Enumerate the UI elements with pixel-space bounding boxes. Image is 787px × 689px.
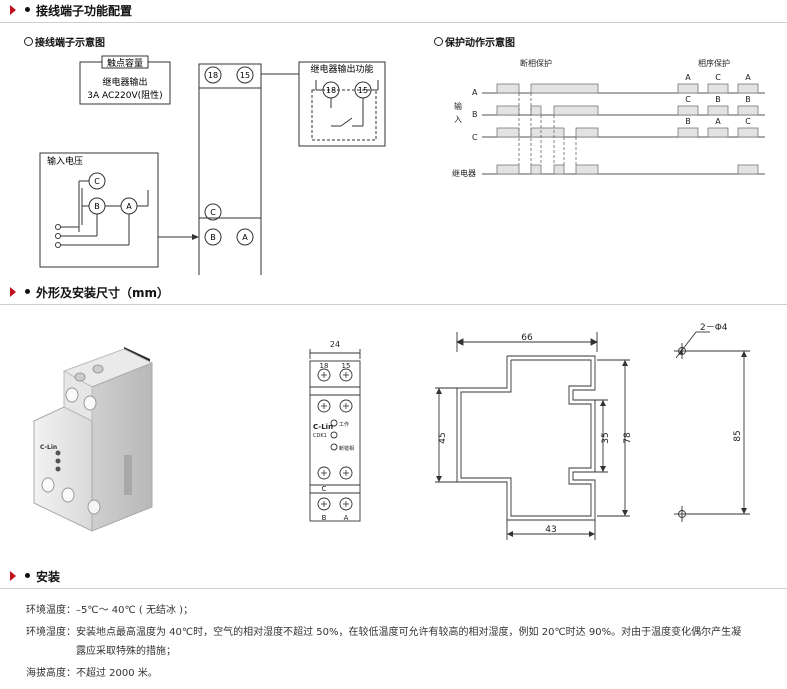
input-voltage-label: 输入电压 [47,155,83,167]
humidity-value: 安装地点最高温度为 40℃时，空气的相对湿度不超过 50%，在较低温度可允许有较… [76,627,742,638]
seq-col2-bot: A [715,117,721,126]
front-work-label: 工作 [339,421,349,428]
bullet-icon [25,7,30,12]
section-header-terminal: 接线端子功能配置 [0,0,787,23]
install-humidity-cont: 露应采取特殊的措施； [76,646,176,657]
input-label-1: 输 [454,101,462,111]
front-phase-break-label: 断错相 [339,445,354,452]
seq-col2-mid: B [715,95,721,104]
protection-diagram-subtitle: 保护动作示意图 [434,34,515,49]
install-altitude: 海拔高度：不超过 2000 米。 [26,664,158,679]
product-3d-illustration: C-Lin [33,347,154,532]
terminal-a: A [242,233,248,242]
install-temperature: 环境温度：–5℃～ 40℃ ( 无结冰 )； [26,601,193,616]
altitude-value: 不超过 2000 米。 [76,668,158,679]
seq-col1-mid: C [685,95,691,104]
relay-module-outline [198,63,262,275]
rating-label: 3A AC220V(阻性) [87,89,162,101]
section-title: 安装 [36,570,61,584]
section-header-dimensions: 外形及安装尺寸（mm） [0,282,787,305]
input-terminal-a: A [126,202,132,211]
seq-col1-bot: B [685,117,691,126]
seq-col2-top: C [715,73,721,82]
front-terminal-18: 18 [320,362,329,370]
relay-output-label: 继电器输出 [102,76,147,88]
mounting-holes-drawing: 2－Φ4 85 [674,323,750,522]
temperature-label: 环境温度： [26,605,76,616]
terminal-c: C [210,208,216,217]
phase-loss-label: 断相保护 [520,58,552,68]
dim-85: 85 [733,430,743,441]
row-c-label: C [472,133,478,142]
red-arrow-icon [10,571,16,581]
front-model: CDK1 [313,433,327,439]
front-brand: C-Lin [313,423,333,431]
front-view-drawing: 24 18 15 C B A C-Lin CDK1 工作 断错相 [309,340,361,522]
dim-78: 78 [623,432,633,444]
protection-timing-diagram: 断相保护 相序保护 A B C 输 入 继电器 [452,58,765,178]
terminal-wiring-diagram: 触点容量 继电器输出 3A AC220V(阻性) 继电器输出功能 输入电压 18… [39,55,386,275]
row-a-label: A [472,88,478,97]
install-humidity: 环境湿度：安装地点最高温度为 40℃时，空气的相对湿度不超过 50%，在较低温度… [26,623,741,638]
front-terminal-c: C [322,485,327,493]
row-b-label: B [472,110,478,119]
altitude-label: 海拔高度： [26,668,76,679]
front-terminal-a: A [344,514,349,522]
terminal-15: 15 [240,71,250,80]
dim-holes: 2－Φ4 [700,323,728,333]
seq-col3-bot: C [745,117,751,126]
contact-capacity-tag [101,55,149,69]
side-view-drawing: 66 43 45 35 78 [435,332,633,540]
terminal-18: 18 [208,71,218,80]
section-title: 外形及安装尺寸（mm） [36,286,170,300]
dim-66: 66 [521,333,533,343]
bullet-icon [25,573,30,578]
output-terminal-18: 18 [326,86,336,95]
dim-45: 45 [438,432,448,443]
section-title: 接线端子功能配置 [36,4,133,18]
red-arrow-icon [10,5,16,15]
phase-sequence-label: 相序保护 [698,58,730,68]
relay-output-function-label: 继电器输出功能 [310,63,373,75]
dim-width-24: 24 [330,340,340,349]
contact-capacity-label: 触点容量 [107,57,143,69]
seq-col3-mid: B [745,95,751,104]
seq-col3-top: A [745,73,751,82]
product-brand: C-Lin [40,444,57,451]
humidity-label: 环境湿度： [26,627,76,638]
circle-bullet-icon [434,37,443,46]
dim-43: 43 [545,525,556,535]
section-header-install: 安装 [0,566,787,589]
input-terminal-c: C [94,177,100,186]
terminal-diagram-subtitle: 接线端子示意图 [24,34,105,49]
circle-bullet-icon [24,37,33,46]
front-terminal-15: 15 [342,362,351,370]
seq-col1-top: A [685,73,691,82]
bullet-icon [25,289,30,294]
red-arrow-icon [10,287,16,297]
relay-row-label: 继电器 [452,168,476,178]
output-terminal-15: 15 [358,86,368,95]
input-terminal-b: B [94,202,100,211]
terminal-b: B [210,233,216,242]
temperature-value: –5℃～ 40℃ ( 无结冰 )； [76,605,194,616]
input-voltage-box [39,152,159,268]
input-label-2: 入 [454,115,462,124]
front-terminal-b: B [322,514,327,522]
relay-output-function-box [298,61,386,147]
dim-35: 35 [601,432,611,443]
